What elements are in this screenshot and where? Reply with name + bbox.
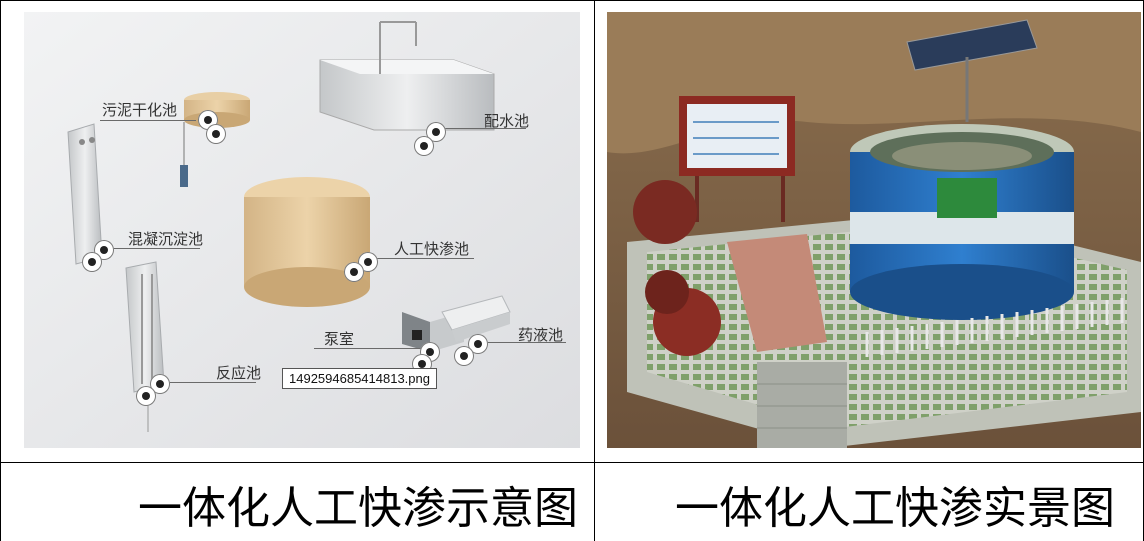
label-reaction-pool: 反应池 bbox=[216, 365, 262, 382]
marker-reaction-pool-2 bbox=[136, 386, 156, 406]
marker-chemical-pool bbox=[468, 334, 488, 354]
schematic-illustration: 污泥干化池 配水池 混凝沉淀池 人工快渗池 泵室 药液池 反应池 1492594… bbox=[24, 12, 580, 448]
label-artificial-rapid-infiltration-pool: 人工快渗池 bbox=[394, 241, 470, 258]
leader-sludge-drying-pool bbox=[100, 120, 196, 121]
marker-sludge-drying-pool-2 bbox=[206, 124, 226, 144]
label-chemical-pool: 药液池 bbox=[518, 327, 564, 344]
label-pump-room: 泵室 bbox=[324, 331, 355, 348]
marker-distribution-pool bbox=[426, 122, 446, 142]
label-sludge-drying-pool: 污泥干化池 bbox=[102, 102, 178, 119]
photo-real-scene bbox=[607, 12, 1141, 448]
marker-reaction-pool bbox=[150, 374, 170, 394]
marker-chemical-pool-2 bbox=[454, 346, 474, 366]
table-row-divider bbox=[0, 462, 1144, 463]
caption-real-scene: 一体化人工快渗实景图 bbox=[675, 483, 1115, 534]
leader-artificial-rapid-infiltration-pool bbox=[364, 258, 474, 259]
photo-drawing bbox=[607, 12, 1141, 448]
label-coagulation-sedimentation-pool: 混凝沉淀池 bbox=[128, 231, 204, 248]
leader-pump-room bbox=[314, 348, 422, 349]
table-top-border bbox=[0, 0, 1144, 1]
label-distribution-pool: 配水池 bbox=[484, 113, 530, 130]
marker-distribution-pool-2 bbox=[414, 136, 434, 156]
marker-artificial-rapid-infiltration-pool-2 bbox=[344, 262, 364, 282]
file-name-tooltip: 1492594685414813.png bbox=[282, 368, 437, 389]
table-column-divider bbox=[594, 0, 595, 541]
leader-distribution-pool bbox=[436, 128, 526, 129]
leader-coagulation-sedimentation-pool bbox=[100, 248, 200, 249]
leader-chemical-pool bbox=[474, 342, 566, 343]
marker-coagulation-sedimentation-pool-2 bbox=[82, 252, 102, 272]
table-left-border bbox=[0, 0, 1, 541]
caption-schematic: 一体化人工快渗示意图 bbox=[138, 483, 578, 534]
leader-reaction-pool bbox=[156, 382, 256, 383]
